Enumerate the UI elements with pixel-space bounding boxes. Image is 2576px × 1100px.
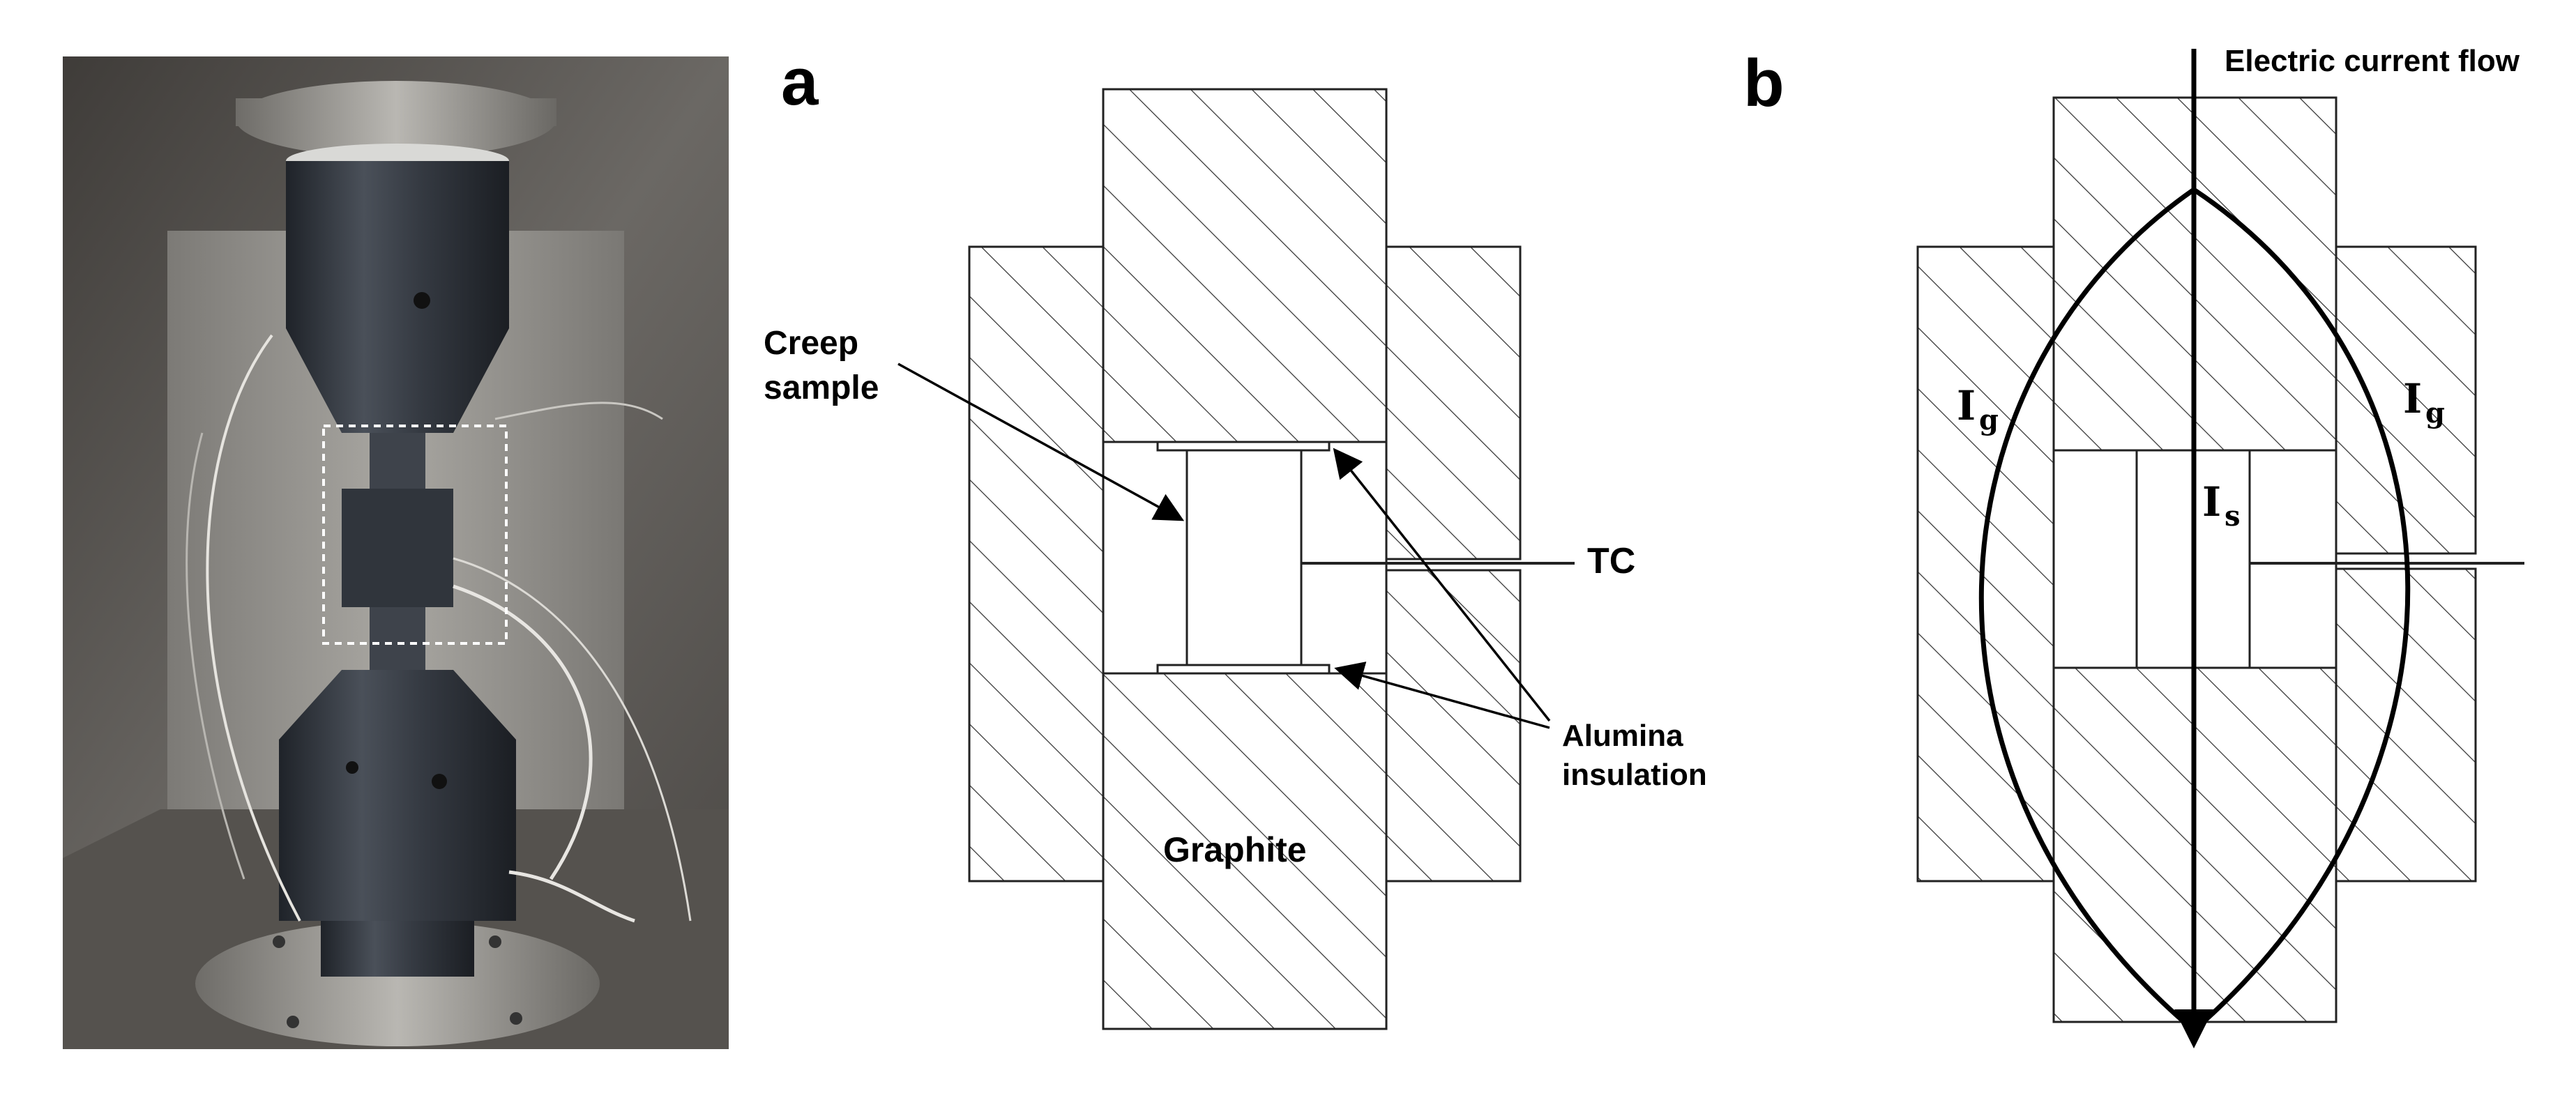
- label-ig-right-sub: g: [2425, 397, 2445, 429]
- alumina-plate-top: [1156, 441, 1331, 452]
- bottom-punch: [1102, 672, 1388, 1030]
- label-alumina-line1: Alumina: [1562, 719, 1683, 753]
- creep-rig-photo: [63, 56, 729, 1049]
- alumina-leader-top: [1333, 448, 1551, 722]
- creep-sample: [1185, 449, 1303, 666]
- label-creep-line2: sample: [764, 369, 879, 406]
- panel-b-letter: b: [1743, 46, 1785, 121]
- label-ig-left-sub: g: [1979, 404, 1999, 436]
- b-left-outer-block: [1916, 245, 2055, 883]
- right-outer-block-lower: [1385, 569, 1522, 883]
- b-right-outer-block-upper: [2335, 245, 2477, 555]
- label-ig-right: I: [2403, 375, 2422, 422]
- alumina-leader-bottom: [1334, 662, 1550, 729]
- creep-sample-leader: [897, 362, 1185, 521]
- label-graphite: Graphite: [1163, 830, 1307, 869]
- label-tc: TC: [1587, 541, 1635, 581]
- label-creep-line1: Creep: [764, 325, 858, 362]
- panel-b: b Electric current flow I g I g I s: [1743, 44, 2524, 1048]
- current-path-right: [2192, 188, 2411, 1032]
- left-outer-block: [968, 245, 1105, 883]
- top-punch: [1102, 88, 1388, 443]
- label-is-sub: s: [2225, 500, 2241, 533]
- label-alumina-line2: insulation: [1562, 758, 1707, 792]
- right-outer-block-upper: [1385, 245, 1522, 560]
- alumina-plate-bottom: [1156, 664, 1331, 675]
- panel-a: a Creep sample TC: [764, 45, 1707, 1030]
- current-path-left: [1978, 188, 2196, 1032]
- label-ig-left: I: [1957, 382, 1976, 429]
- label-is: I: [2202, 478, 2221, 526]
- panel-a-letter: a: [781, 45, 819, 119]
- label-current-flow: Electric current flow: [2225, 44, 2520, 78]
